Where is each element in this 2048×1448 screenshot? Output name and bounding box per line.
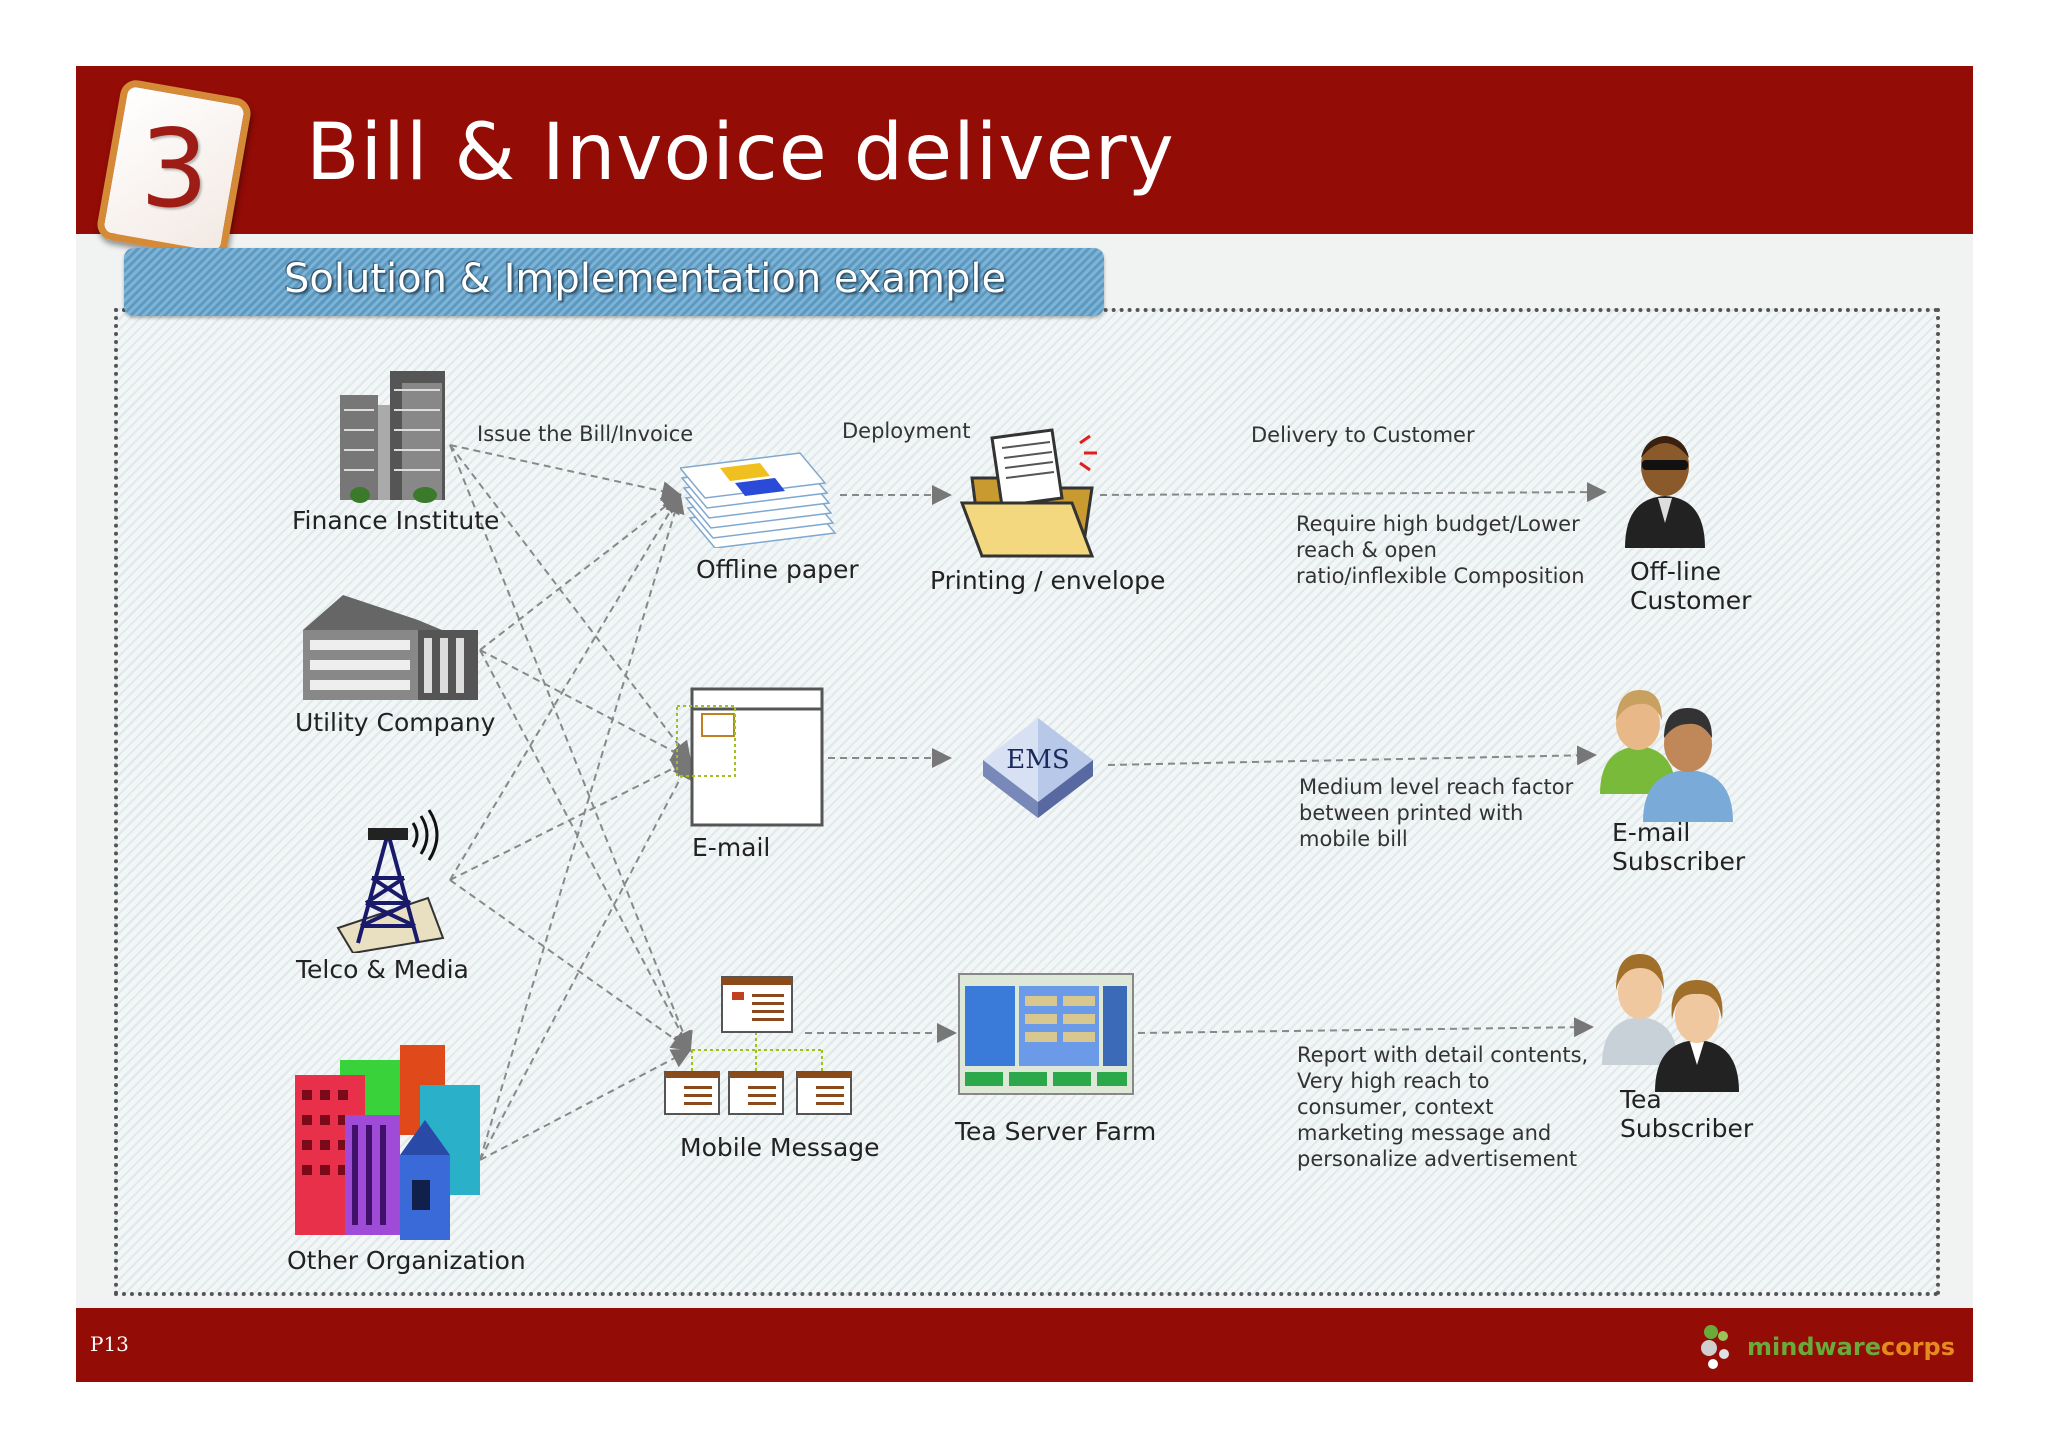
note-email-line: between printed with — [1299, 801, 1524, 825]
ems-diamond-icon: EMS — [983, 718, 1093, 818]
note-email: Medium level reach factor between printe… — [1299, 774, 1573, 852]
edge-utility-paper — [479, 493, 682, 651]
note-mobile-line: consumer, context — [1297, 1095, 1494, 1119]
note-mobile-line: marketing message and — [1297, 1121, 1552, 1145]
edge-printing-offline — [1099, 482, 1607, 503]
edge-telco-email — [449, 759, 692, 881]
edge-telco-paper — [449, 493, 682, 881]
radio-tower-icon — [336, 809, 445, 953]
note-mobile-line: personalize advertisement — [1297, 1147, 1578, 1171]
subtitle: Solution & Implementation example — [284, 256, 1007, 302]
person-sunglasses-icon — [1625, 436, 1705, 548]
processor-label-printing: Printing / envelope — [930, 566, 1166, 595]
edge-finance-paper — [449, 444, 682, 501]
customer-label-email-1: E-mail — [1612, 818, 1691, 847]
logo-prefix: mindware — [1747, 1333, 1881, 1361]
source-label-utility: Utility Company — [295, 708, 496, 737]
note-email-line: mobile bill — [1299, 827, 1408, 851]
company-logo: mindwarecorps — [1699, 1322, 1955, 1372]
note-mobile: Report with detail contents, Very high r… — [1297, 1042, 1588, 1172]
customer-label-offline-2: Customer — [1630, 586, 1752, 615]
subtitle-banner: Solution & Implementation example — [124, 248, 1104, 316]
source-label-finance: Finance Institute — [292, 506, 500, 535]
logo-dots-icon — [1701, 1325, 1729, 1369]
page-title: Bill & Invoice delivery — [306, 108, 1175, 198]
note-offline: Require high budget/Lower reach & open r… — [1296, 511, 1585, 589]
note-offline-line: reach & open — [1296, 538, 1437, 562]
edge-label-deployment: Deployment — [842, 419, 971, 443]
source-label-other: Other Organization — [287, 1246, 526, 1275]
email-window-icon — [676, 687, 824, 827]
edge-utility-email — [479, 649, 692, 761]
edge-finance-mobile — [449, 444, 693, 1052]
edge-other-mobile — [479, 1049, 692, 1161]
page-number: P13 — [90, 1332, 129, 1356]
channel-label-paper: Offline paper — [696, 555, 859, 584]
source-label-telco: Telco & Media — [296, 955, 469, 984]
note-mobile-line: Very high reach to — [1297, 1069, 1490, 1093]
customer-label-offline-1: Off-line — [1630, 557, 1722, 586]
server-screen-icon — [958, 973, 1134, 1095]
logo-suffix: corps — [1880, 1333, 1955, 1361]
folder-documents-icon — [959, 428, 1097, 558]
edge-label-issue: Issue the Bill/Invoice — [477, 422, 694, 446]
customer-label-tea-2: Subscriber — [1620, 1114, 1754, 1143]
processor-label-server: Tea Server Farm — [955, 1117, 1157, 1146]
channel-label-mobile: Mobile Message — [680, 1133, 880, 1162]
edge-finance-email — [449, 444, 692, 762]
edge-telco-mobile — [449, 879, 692, 1052]
customer-label-tea-1: Tea — [1620, 1085, 1662, 1114]
note-offline-line: Require high budget/Lower — [1296, 512, 1580, 536]
channel-label-email: E-mail — [692, 833, 771, 862]
two-people-icon — [1600, 690, 1733, 822]
edge-other-paper — [479, 493, 685, 1161]
city-buildings-icon — [295, 1045, 480, 1240]
couple-icon — [1602, 954, 1739, 1092]
note-email-line: Medium level reach factor — [1299, 775, 1574, 799]
customer-label-email-2: Subscriber — [1612, 847, 1746, 876]
edge-label-delivery: Delivery to Customer — [1251, 423, 1475, 447]
message-tree-icon — [664, 976, 852, 1115]
paper-stack-icon — [680, 452, 837, 548]
edge-utility-mobile — [479, 649, 691, 1052]
ems-label: EMS — [1006, 745, 1069, 775]
note-mobile-line: Report with detail contents, — [1297, 1043, 1589, 1067]
office-tower-icon — [340, 371, 445, 503]
factory-building-icon — [303, 595, 478, 700]
edge-ems-email — [1107, 745, 1597, 766]
header-bar: 3 Bill & Invoice delivery — [76, 66, 1973, 261]
note-offline-line: ratio/inflexible Composition — [1296, 564, 1585, 588]
edge-server-tea — [1137, 1017, 1594, 1038]
edge-other-email — [479, 758, 691, 1161]
footer-bar: P13 mindwarecorps — [76, 1308, 1973, 1382]
